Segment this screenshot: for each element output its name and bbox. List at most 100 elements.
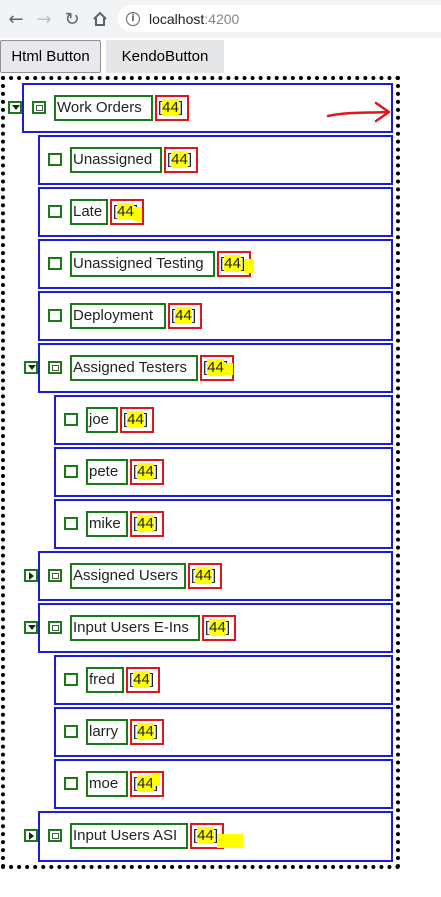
count-value: 44 bbox=[209, 619, 226, 636]
tree-row[interactable] bbox=[54, 395, 393, 445]
highlight-mark bbox=[217, 834, 243, 848]
highlight-mark bbox=[244, 259, 254, 273]
folder-node-icon bbox=[52, 833, 59, 839]
url-host: localhost bbox=[149, 10, 205, 27]
tree-item-label[interactable]: Input Users E-Ins bbox=[70, 615, 200, 641]
reload-icon[interactable]: ↻ bbox=[64, 8, 80, 30]
chevron-down-icon bbox=[12, 105, 20, 110]
back-icon[interactable]: ← bbox=[8, 8, 24, 30]
tree-item-count: [44] bbox=[188, 563, 222, 589]
tree-item-label[interactable]: pete bbox=[86, 459, 128, 485]
folder-node-icon bbox=[52, 625, 59, 631]
count-value: 44 bbox=[207, 359, 224, 376]
tree-row[interactable] bbox=[54, 499, 393, 549]
tree-item-count: [44] bbox=[190, 823, 224, 849]
tree-item-label[interactable]: Assigned Users bbox=[70, 563, 186, 589]
checkbox-icon[interactable] bbox=[64, 465, 78, 478]
count-bracket-open: [ bbox=[129, 671, 134, 688]
checkbox-icon[interactable] bbox=[32, 101, 46, 114]
tree-row[interactable] bbox=[38, 551, 393, 601]
count-bracket-close: ] bbox=[153, 463, 159, 480]
checkbox-icon[interactable] bbox=[48, 621, 62, 634]
tree-row[interactable] bbox=[38, 187, 393, 237]
tree-item-count: [44] bbox=[130, 771, 164, 797]
expand-toggle-icon[interactable] bbox=[24, 569, 38, 582]
count-value: 44 bbox=[117, 203, 134, 220]
tree-row[interactable] bbox=[22, 83, 393, 133]
checkbox-icon[interactable] bbox=[64, 673, 78, 686]
collapse-toggle-icon[interactable] bbox=[24, 361, 38, 374]
count-bracket-open: [ bbox=[191, 567, 196, 584]
tree-item-label[interactable]: mike bbox=[86, 511, 128, 537]
checkbox-icon[interactable] bbox=[64, 413, 78, 426]
count-value: 44 bbox=[137, 723, 154, 740]
tree-row[interactable] bbox=[38, 135, 393, 185]
tree-item-label[interactable]: Deployment bbox=[70, 303, 166, 329]
count-bracket-open: [ bbox=[158, 99, 163, 116]
count-bracket-open: [ bbox=[167, 151, 172, 168]
tree-item-label[interactable]: larry bbox=[86, 719, 128, 745]
count-bracket-close: ] bbox=[153, 515, 159, 532]
info-icon[interactable]: i bbox=[126, 11, 140, 26]
count-bracket-open: [ bbox=[133, 723, 138, 740]
kendo-button[interactable]: KendoButton bbox=[106, 40, 224, 73]
checkbox-icon[interactable] bbox=[64, 725, 78, 738]
count-bracket-close: ] bbox=[178, 99, 184, 116]
tree-item-label[interactable]: fred bbox=[86, 667, 124, 693]
highlight-mark bbox=[134, 207, 142, 221]
count-bracket-open: [ bbox=[133, 463, 138, 480]
folder-node-icon bbox=[52, 365, 59, 371]
tree-row[interactable] bbox=[38, 239, 393, 289]
chevron-down-icon bbox=[28, 625, 36, 630]
count-value: 44 bbox=[171, 151, 188, 168]
checkbox-icon[interactable] bbox=[48, 205, 62, 218]
tree-row[interactable] bbox=[54, 707, 393, 757]
home-icon[interactable] bbox=[86, 5, 114, 33]
address-bar[interactable]: i localhost:4200 bbox=[118, 5, 441, 32]
tree-item-count: [44] bbox=[130, 459, 164, 485]
count-bracket-close: ] bbox=[187, 151, 193, 168]
count-value: 44 bbox=[195, 567, 212, 584]
tree-item-label[interactable]: Work Orders bbox=[54, 95, 153, 121]
collapse-toggle-icon[interactable] bbox=[24, 621, 38, 634]
tree-item-label[interactable]: Assigned Testers bbox=[70, 355, 198, 381]
collapse-toggle-icon[interactable] bbox=[8, 101, 22, 114]
checkbox-icon[interactable] bbox=[64, 517, 78, 530]
tree-row[interactable] bbox=[38, 811, 393, 862]
tree-item-label[interactable]: Unassigned bbox=[70, 147, 162, 173]
tree-item-label[interactable]: Input Users ASI bbox=[70, 823, 188, 849]
tree-item-label[interactable]: Late bbox=[70, 199, 108, 225]
checkbox-icon[interactable] bbox=[48, 153, 62, 166]
expand-toggle-icon[interactable] bbox=[24, 829, 38, 842]
tree-item-count: [44] bbox=[130, 511, 164, 537]
tree-row[interactable] bbox=[54, 759, 393, 809]
checkbox-icon[interactable] bbox=[48, 309, 62, 322]
tree-item-label[interactable]: Unassigned Testing bbox=[70, 251, 215, 277]
chevron-down-icon bbox=[28, 365, 36, 370]
count-bracket-open: [ bbox=[133, 515, 138, 532]
count-value: 44 bbox=[137, 775, 154, 792]
tree-row[interactable] bbox=[38, 291, 393, 341]
tree-item-count: [44] bbox=[217, 251, 251, 277]
chevron-right-icon bbox=[29, 572, 34, 580]
browser-toolbar: ← → ↻ i localhost:4200 bbox=[0, 0, 441, 38]
count-value: 44 bbox=[137, 463, 154, 480]
highlight-mark bbox=[224, 363, 233, 375]
tree-item-label[interactable]: moe bbox=[86, 771, 128, 797]
checkbox-icon[interactable] bbox=[48, 257, 62, 270]
count-bracket-open: [ bbox=[205, 619, 210, 636]
count-bracket-close: ] bbox=[143, 411, 149, 428]
tree-item-label[interactable]: joe bbox=[86, 407, 118, 433]
html-button[interactable]: Html Button bbox=[0, 40, 101, 73]
checkbox-icon[interactable] bbox=[48, 829, 62, 842]
checkbox-icon[interactable] bbox=[48, 569, 62, 582]
count-bracket-close: ] bbox=[213, 827, 219, 844]
checkbox-icon[interactable] bbox=[64, 777, 78, 790]
tree-row[interactable] bbox=[54, 655, 393, 705]
highlight-mark bbox=[152, 774, 160, 786]
tree-row[interactable] bbox=[54, 447, 393, 497]
checkbox-icon[interactable] bbox=[48, 361, 62, 374]
count-bracket-open: [ bbox=[113, 203, 118, 220]
forward-icon[interactable]: → bbox=[36, 8, 52, 30]
url-port: :4200 bbox=[204, 10, 240, 27]
